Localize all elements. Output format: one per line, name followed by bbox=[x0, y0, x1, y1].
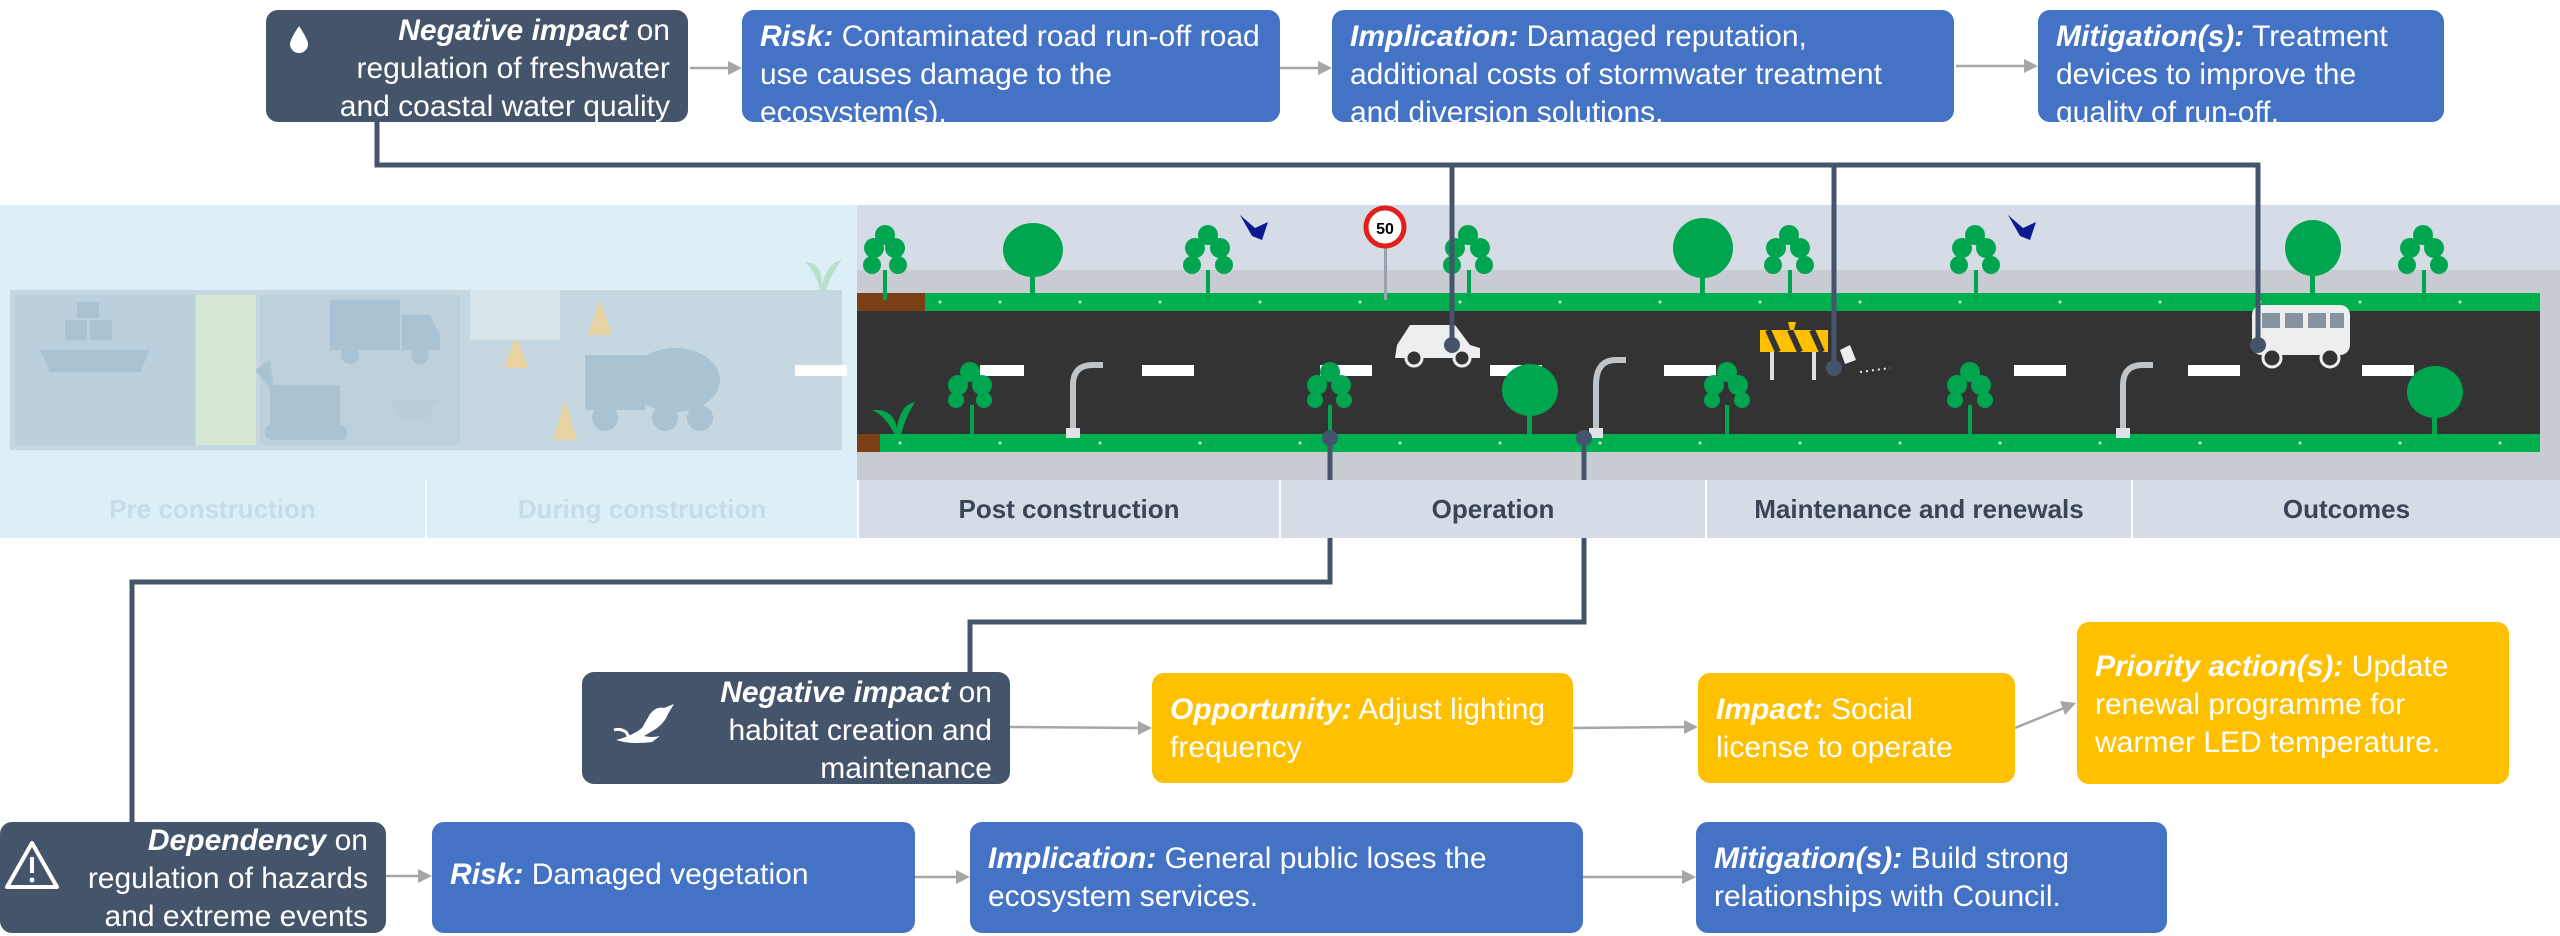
ship-icon bbox=[40, 350, 150, 372]
roadworks-barrier-icon bbox=[1760, 322, 1828, 380]
bottom-risk-text: Damaged vegetation bbox=[523, 858, 809, 891]
bird-icon bbox=[1240, 215, 1268, 240]
bottom-implication-box: Implication: General public loses the ec… bbox=[970, 822, 1583, 933]
tree-icon bbox=[1183, 225, 1233, 300]
stage-outcomes: Outcomes bbox=[2133, 480, 2560, 538]
tree-icon bbox=[1673, 218, 1733, 296]
middle-negative-impact-box: Negative impact on habitat creation and … bbox=[582, 672, 1010, 785]
stage-maintenance-and-renewals: Maintenance and renewals bbox=[1707, 480, 2131, 538]
tree-icon bbox=[1003, 223, 1063, 296]
construction-barrier-icon bbox=[196, 295, 256, 445]
bulldozer-icon bbox=[255, 360, 347, 440]
car-icon bbox=[1395, 325, 1480, 368]
tree-icon bbox=[2285, 220, 2341, 296]
middle-impact-text: on habitat creation and maintenance bbox=[728, 676, 992, 785]
bottom-mitigation-text: Build strong relationships with Council. bbox=[1714, 842, 2070, 913]
top-risk-label: Risk: bbox=[760, 20, 834, 53]
tree-icon bbox=[2407, 366, 2463, 435]
soil-bottom bbox=[857, 434, 880, 452]
top-implication-box: Implication: Damaged reputation, additio… bbox=[1332, 10, 1954, 129]
stage-during-construction: During construction bbox=[427, 480, 857, 538]
priority-label: Priority action(s): bbox=[2095, 650, 2344, 683]
speed-sign: 50 bbox=[1363, 205, 1407, 300]
grass-dots bbox=[898, 300, 2502, 445]
tree-icon bbox=[1950, 225, 2000, 300]
streetlight-base bbox=[1066, 428, 1080, 438]
impact-label: Impact: bbox=[1716, 693, 1823, 726]
dependency-label: Dependency bbox=[147, 824, 327, 857]
stage-post-construction: Post construction bbox=[859, 480, 1279, 538]
spray-dots bbox=[1859, 367, 1891, 373]
stage-pre-construction: Pre construction bbox=[0, 480, 425, 538]
bottom-risk-label: Risk: bbox=[450, 858, 524, 891]
faded-lane-mark bbox=[795, 365, 847, 376]
streetlight-base bbox=[1589, 428, 1603, 438]
bottom-risk-box: Risk: Damaged vegetation bbox=[432, 822, 915, 933]
bottom-implication-label: Implication: bbox=[988, 842, 1157, 875]
bottom-implication-text: General public loses the ecosystem servi… bbox=[988, 842, 1487, 913]
bottom-mitigation-box: Mitigation(s): Build strong relationship… bbox=[1696, 822, 2167, 933]
tree-icon bbox=[2398, 225, 2448, 300]
connector-dots bbox=[1322, 337, 2266, 446]
stage-operation: Operation bbox=[1281, 480, 1705, 538]
top-impact-label: Negative impact bbox=[398, 14, 629, 47]
bird-icon bbox=[613, 704, 674, 743]
top-mitigation-text: Treatment devices to improve the quality… bbox=[2056, 20, 2388, 129]
tree-icon bbox=[1704, 362, 1750, 435]
bus-icon bbox=[2252, 305, 2350, 369]
opportunity-box: Opportunity: Adjust lighting frequency bbox=[1152, 673, 1573, 783]
top-mitigation-box: Mitigation(s): Treatment devices to impr… bbox=[2038, 10, 2444, 129]
grass-strip-top bbox=[925, 293, 2540, 311]
tree-icon bbox=[1502, 364, 1558, 435]
truck-icon bbox=[330, 300, 440, 364]
top-implication-label: Implication: bbox=[1350, 20, 1519, 53]
spray-icon bbox=[1840, 345, 1856, 364]
wheelbarrow-icon bbox=[390, 400, 440, 420]
cement-mixer-icon bbox=[585, 348, 720, 431]
dependency-text: on regulation of hazards and extreme eve… bbox=[87, 824, 368, 933]
top-risk-box: Risk: Contaminated road run-off road use… bbox=[742, 10, 1280, 129]
grass-strip-bottom bbox=[880, 434, 2540, 452]
water-drop-icon bbox=[290, 26, 308, 53]
soil-top bbox=[857, 293, 925, 311]
tree-icon bbox=[863, 225, 907, 300]
dependency-box: Dependency on regulation of hazards and … bbox=[0, 822, 386, 933]
streetlight-icons bbox=[1070, 357, 2153, 435]
top-negative-impact-box: Negative impact on regulation of freshwa… bbox=[266, 10, 688, 123]
top-implication-text: Damaged reputation, additional costs of … bbox=[1350, 20, 1882, 129]
tree-icon bbox=[948, 362, 992, 435]
top-mitigation-label: Mitigation(s): bbox=[2056, 20, 2245, 53]
top-risk-text: Contaminated road run-off road use cause… bbox=[760, 20, 1260, 129]
priority-text: Update renewal programme for warmer LED … bbox=[2095, 650, 2449, 759]
traffic-cone-icon bbox=[588, 300, 612, 335]
opportunity-label: Opportunity: bbox=[1170, 693, 1352, 726]
tree-icon bbox=[1307, 362, 1352, 435]
flow-arrows bbox=[386, 59, 2076, 884]
streetlight-base bbox=[2116, 428, 2130, 438]
traffic-cone-icon bbox=[553, 400, 577, 440]
top-impact-text: on regulation of freshwater and coastal … bbox=[339, 14, 670, 123]
tree-icon bbox=[1764, 225, 1814, 300]
speed-sign-value: 50 bbox=[1376, 221, 1394, 238]
tree-icon bbox=[1947, 362, 1993, 435]
sprout-icon bbox=[805, 260, 842, 290]
bottom-mitigation-label: Mitigation(s): bbox=[1714, 842, 1903, 875]
bird-icon bbox=[2008, 215, 2036, 240]
opportunity-text: Adjust lighting frequency bbox=[1170, 693, 1546, 764]
priority-action-box: Priority action(s): Update renewal progr… bbox=[2077, 622, 2509, 784]
middle-impact-label: Negative impact bbox=[720, 676, 951, 709]
impact-box: Impact: Social license to operate bbox=[1698, 673, 2015, 783]
warning-icon bbox=[5, 841, 59, 889]
impact-text: Social license to operate bbox=[1716, 693, 1953, 764]
tree-icons bbox=[863, 218, 2463, 435]
sprout-icon bbox=[872, 402, 915, 435]
traffic-cone-icon bbox=[504, 335, 528, 368]
construction-panel-faded bbox=[0, 205, 857, 480]
